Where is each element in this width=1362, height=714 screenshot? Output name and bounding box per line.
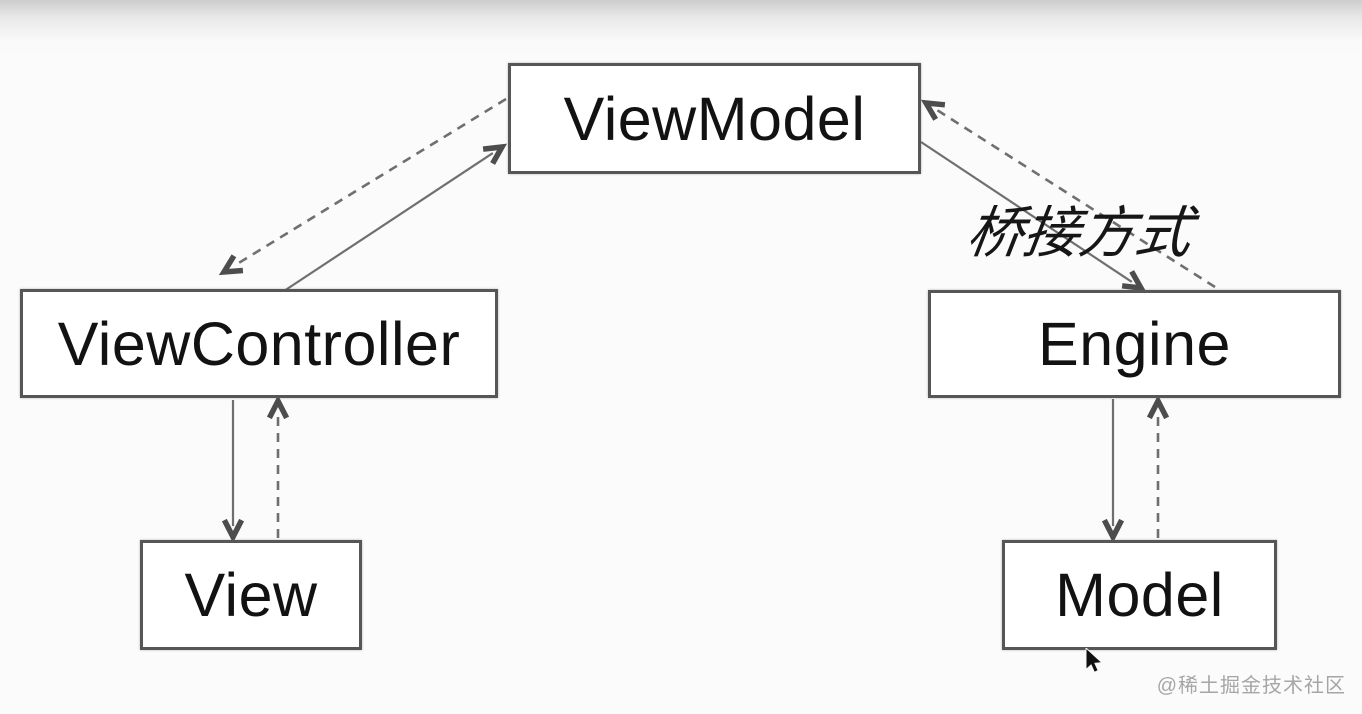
node-viewmodel-label: ViewModel xyxy=(563,84,866,153)
arrowhead-viewmodel-to-viewcontroller xyxy=(218,254,244,276)
arrowhead-viewcontroller-to-view xyxy=(221,518,245,544)
node-viewcontroller-label: ViewController xyxy=(57,309,461,378)
node-engine-label: Engine xyxy=(1038,310,1231,378)
node-model: Model xyxy=(1002,540,1277,650)
arrowhead-engine-to-viewmodel xyxy=(920,99,946,121)
arrowhead-viewcontroller-to-viewmodel xyxy=(482,143,508,165)
node-engine: Engine xyxy=(928,290,1341,398)
edge-engine-to-model xyxy=(1101,399,1125,544)
node-view-label: View xyxy=(184,561,318,629)
arrowhead-engine-to-model xyxy=(1101,518,1125,544)
edge-view-to-viewcontroller xyxy=(266,394,290,538)
arrowhead-view-to-viewcontroller xyxy=(266,394,290,420)
node-viewcontroller: ViewController xyxy=(20,289,498,398)
node-model-label: Model xyxy=(1055,561,1224,629)
node-viewmodel: ViewModel xyxy=(508,63,921,174)
edge-viewcontroller-to-viewmodel xyxy=(283,143,508,292)
mouse-cursor-icon xyxy=(1085,648,1104,673)
edge-viewcontroller-to-view xyxy=(221,400,245,544)
bridge-method-annotation: 桥接方式 xyxy=(963,201,1196,264)
edge-viewmodel-to-viewcontroller xyxy=(218,97,507,276)
arrowhead-model-to-engine xyxy=(1146,394,1170,420)
arrowhead-viewmodel-to-engine xyxy=(1121,270,1147,292)
node-view: View xyxy=(140,540,362,650)
watermark-text: @稀土掘金技术社区 xyxy=(1156,675,1346,697)
edge-model-to-engine xyxy=(1146,394,1170,538)
